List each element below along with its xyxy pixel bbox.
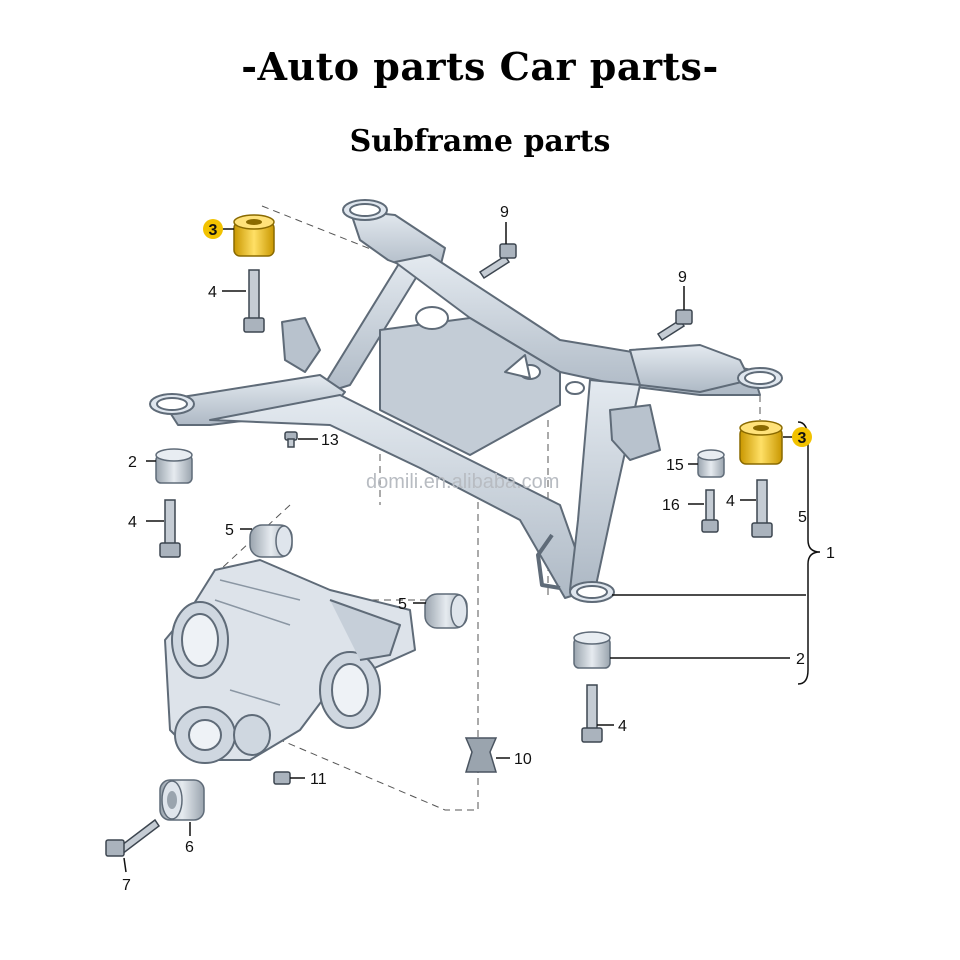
- bolt-9-right: [656, 309, 693, 342]
- bolt-9-left: [478, 243, 517, 280]
- diff-bushing-5-left: [249, 524, 293, 558]
- callout-3-right: 3: [798, 430, 807, 447]
- callout-7: 7: [122, 877, 131, 894]
- subframe-crossmember: [149, 199, 783, 603]
- nut-11: [273, 771, 291, 785]
- bolt-13: [284, 431, 298, 448]
- callout-4-left: 4: [128, 514, 137, 531]
- callout-9-left: 9: [500, 204, 509, 221]
- page-subtitle: Subframe parts: [349, 124, 611, 159]
- callout-1: 1: [826, 545, 835, 562]
- bolt-7: [105, 818, 161, 857]
- callout-9-right: 9: [678, 269, 687, 286]
- callout-3-left: 3: [209, 222, 218, 239]
- callout-15: 15: [666, 457, 684, 474]
- callout-2-left: 2: [128, 454, 137, 471]
- callout-2-right: 2: [796, 651, 805, 668]
- mount-bushing-2-right: [573, 631, 611, 669]
- callout-4-upper-left: 4: [208, 284, 217, 301]
- callout-4-lower-right: 4: [618, 718, 627, 735]
- bolt-16: [701, 489, 719, 533]
- diff-bushing-5-center: [424, 593, 468, 629]
- callout-16: 16: [662, 497, 680, 514]
- bolt-4-right: [751, 479, 773, 538]
- callout-5-center: 5: [398, 596, 407, 613]
- mount-bushing-3-right: [739, 420, 783, 465]
- mount-bushing-2-left: [155, 448, 193, 484]
- diff-bushing-6: [159, 779, 205, 821]
- bolt-4-left: [159, 499, 181, 558]
- callout-labels: 4 9 9 2 4 13 5 15 16 4 5 1 5 2 4 10 11 6…: [122, 204, 835, 894]
- callout-6: 6: [185, 839, 194, 856]
- spacer-15: [697, 449, 725, 478]
- rubber-stop-10: [464, 737, 498, 773]
- page-title: -Auto parts Car parts-: [241, 44, 719, 89]
- callout-13: 13: [321, 432, 339, 449]
- callout-11: 11: [310, 771, 327, 788]
- callout-badge-3-left: 3: [203, 219, 223, 239]
- watermark: domili.en.alibaba.com: [366, 471, 559, 493]
- mount-bushing-3-left: [233, 214, 275, 257]
- callout-4-right: 4: [726, 493, 735, 510]
- callout-10: 10: [514, 751, 532, 768]
- bolt-4-lower-right: [581, 684, 603, 743]
- callout-5-side: 5: [798, 509, 807, 526]
- differential-housing: [164, 559, 416, 764]
- callout-5-left: 5: [225, 522, 234, 539]
- bolt-4-upper-left: [243, 269, 265, 333]
- callout-badge-3-right: 3: [792, 427, 812, 447]
